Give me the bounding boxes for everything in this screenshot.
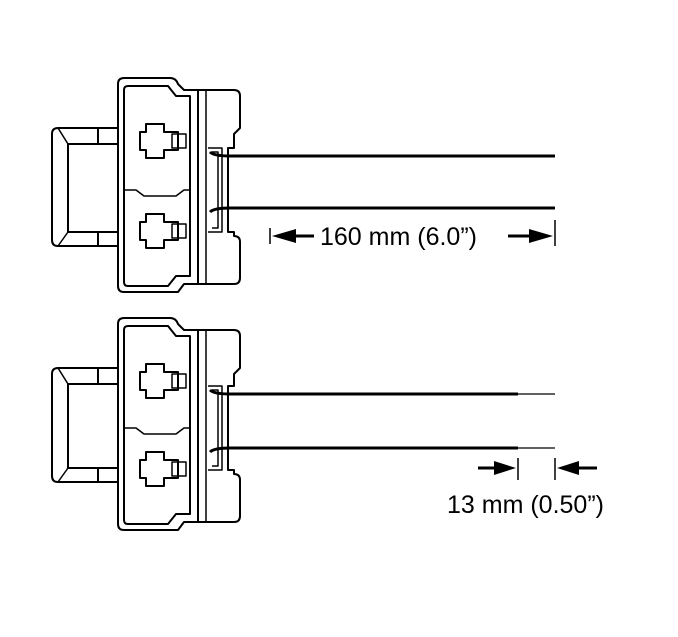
bottom-connector-terminal-1 — [139, 363, 187, 399]
strip-length-label: 13 mm (0.50”) — [447, 491, 604, 519]
wire-length-label: 160 mm (6.0”) — [320, 223, 477, 251]
bottom-connector-latch — [51, 367, 119, 483]
right-arrow-icon — [529, 229, 553, 243]
top-connector-terminal-2 — [139, 213, 187, 249]
top-connector-body — [117, 77, 241, 293]
bottom-connector — [51, 317, 555, 531]
top-wire-2 — [208, 206, 555, 214]
left-arrow-icon — [557, 461, 579, 475]
top-wire-1 — [208, 150, 555, 158]
top-connector-latch — [51, 127, 119, 247]
bottom-wire-2 — [208, 446, 518, 454]
bottom-connector-body — [117, 317, 241, 531]
bottom-wire-1 — [208, 388, 518, 396]
right-arrow-icon — [494, 461, 516, 475]
top-connector — [51, 77, 555, 293]
strip-length-dimension: 13 mm (0.50”) — [447, 458, 604, 519]
bottom-connector-terminal-2 — [139, 451, 187, 487]
top-connector-terminal-1 — [139, 123, 187, 159]
left-arrow-icon — [272, 229, 296, 243]
wire-length-dimension: 160 mm (6.0”) — [269, 220, 556, 251]
